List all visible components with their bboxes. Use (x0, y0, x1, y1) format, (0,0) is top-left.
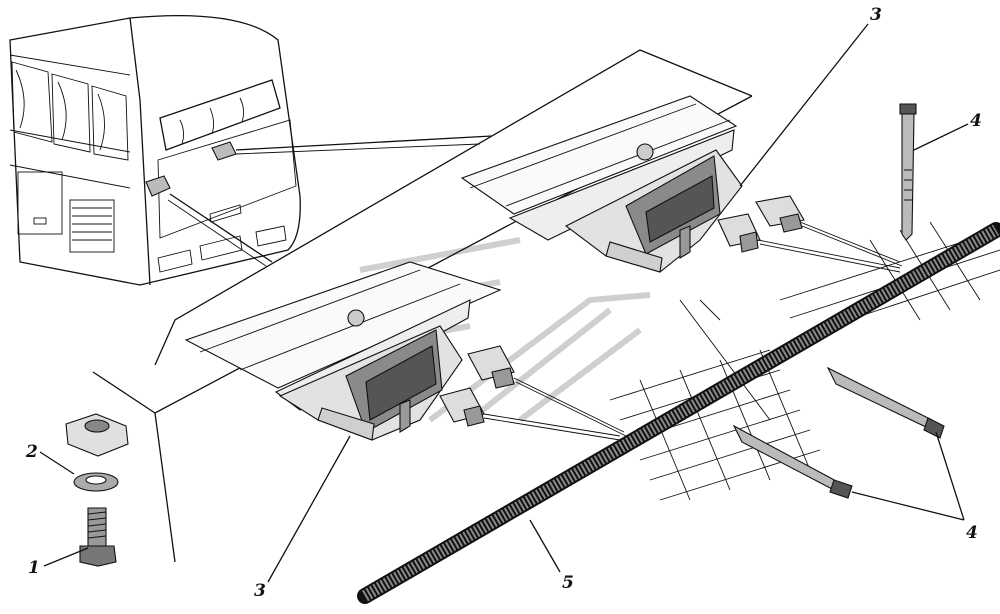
callout-3-top: 3 (870, 5, 882, 25)
cable-tie-lower (732, 424, 853, 499)
upper-lamp-panel (460, 95, 738, 241)
lamp-housing-lower (278, 325, 463, 441)
callout-leaders (39, 23, 969, 583)
callout-4-bottom: 4 (966, 523, 978, 543)
lower-connectors (439, 345, 627, 441)
callout-2: 2 (25, 442, 38, 462)
flange-nut (65, 413, 129, 457)
callout-5: 5 (562, 573, 574, 593)
lamp-housing-upper (564, 149, 743, 273)
bolt (79, 507, 117, 567)
washer (73, 472, 119, 492)
upper-connectors (717, 195, 903, 273)
cable-tie-upper (899, 103, 917, 241)
corrugated-conduit (357, 222, 1000, 604)
callout-3-bottom: 3 (254, 581, 266, 601)
cable-tie-middle (826, 366, 945, 439)
callout-4-top: 4 (970, 111, 982, 131)
bus-rear-view (9, 14, 301, 286)
callout-1: 1 (28, 558, 40, 578)
bus-to-panel-leaders (167, 135, 493, 267)
